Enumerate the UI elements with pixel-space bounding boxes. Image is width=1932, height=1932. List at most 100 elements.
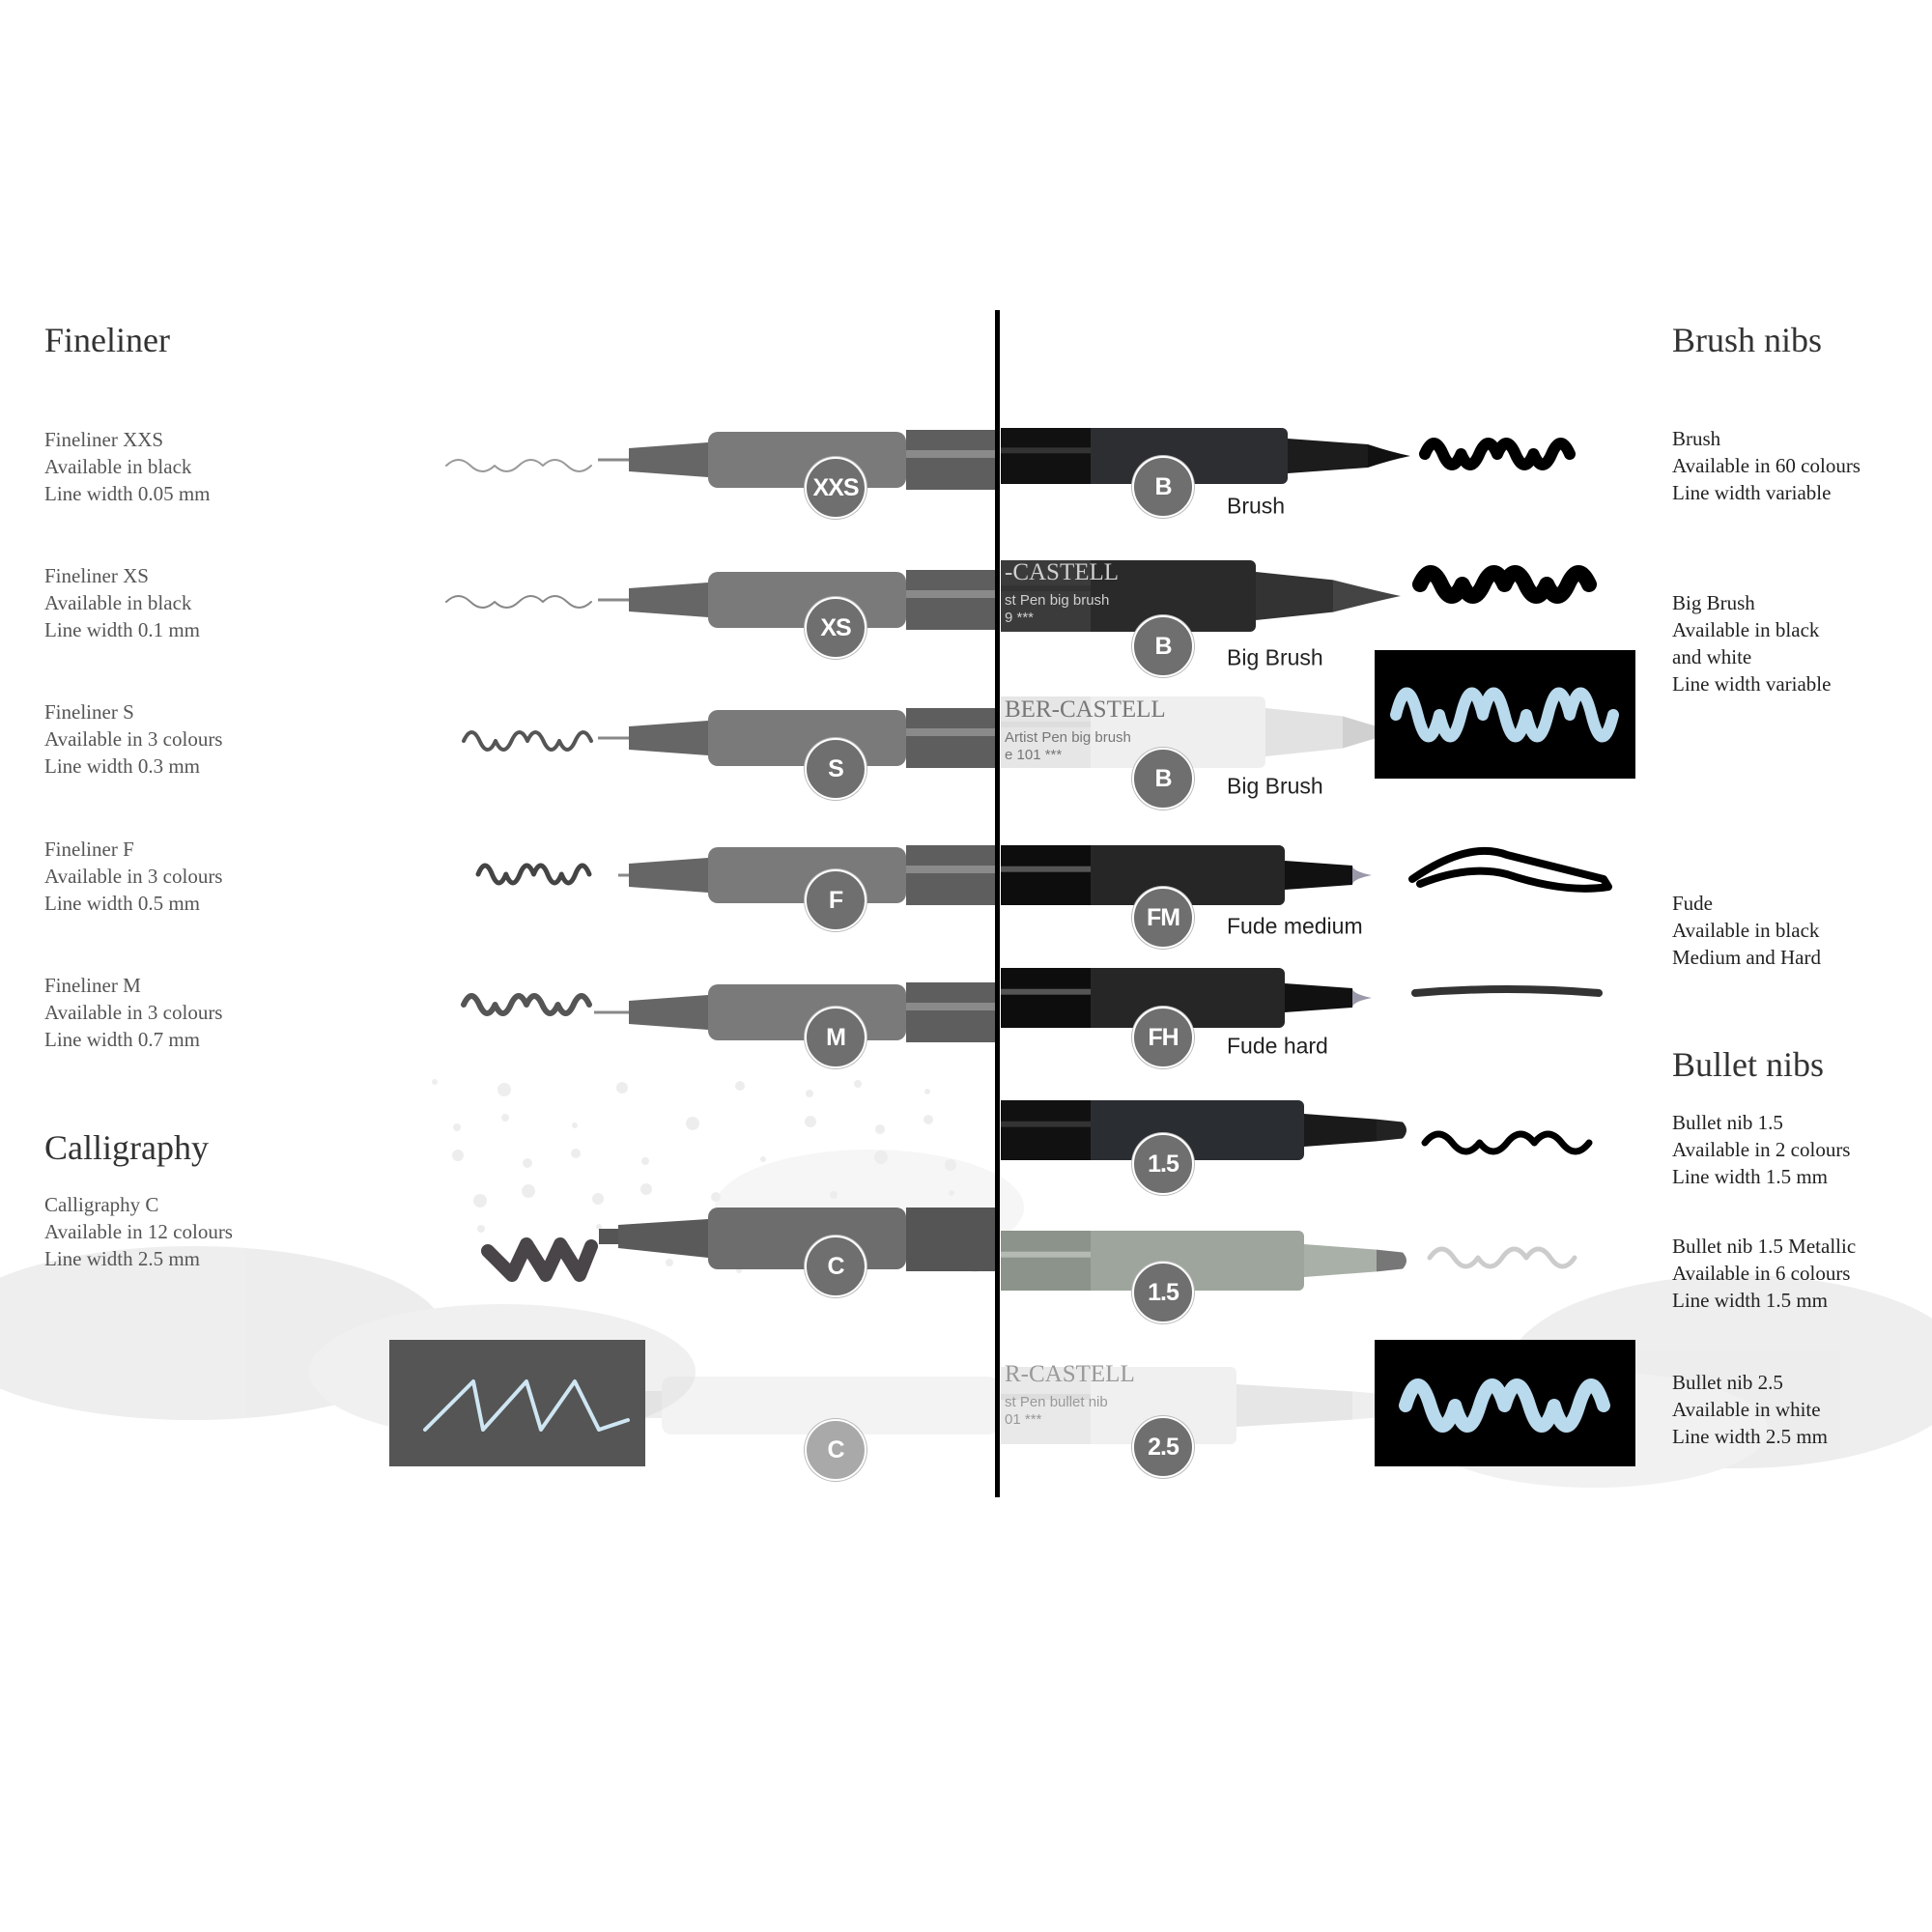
fineliner-pen [598,570,998,630]
spec-line: Bullet nib 2.5 [1672,1371,1783,1394]
nib-type-label: Fude medium [1227,913,1363,939]
ink-sample-stroke [445,459,592,472]
ink-sample-stroke [461,993,592,1016]
spec-line: Available in 60 colours [1672,454,1861,477]
nib-size-badge: 1.5 [1132,1262,1194,1323]
ink-sample-stroke [1399,1378,1610,1433]
ink-dot [875,1124,885,1134]
nib-size-badge: XXS [805,457,867,519]
nib-size-badge: C [805,1236,867,1297]
nib-size-badge: FH [1132,1007,1194,1068]
spec-line: Bullet nib 1.5 [1672,1111,1783,1134]
nib-size-badge: FM [1132,887,1194,949]
ink-dot [501,1114,509,1122]
spec-line: Bullet nib 1.5 Metallic [1672,1235,1857,1258]
nib-size-badge: 2.5 [1132,1416,1194,1478]
ink-dot [924,1089,930,1094]
fineliner-pen [594,982,998,1042]
ink-dot [522,1184,535,1198]
ink-dot [592,1193,604,1205]
pen-print-text: R-CASTELL [1005,1361,1135,1387]
spec-line: Brush [1672,427,1721,450]
ink-sample-stroke [1411,985,1603,997]
nib-type-label: Fude hard [1227,1033,1328,1059]
ink-dot [452,1150,464,1161]
center-divider [995,310,1000,1497]
ink-dot [616,1082,628,1094]
ink-dot [473,1194,487,1208]
brush-nibs-heading: Brush nibs [1672,321,1823,359]
spec-line: Line width variable [1672,481,1832,504]
spec-line: Fineliner F [44,838,134,861]
ink-sample-stroke [481,1237,598,1282]
spec-line: Line width 1.5 mm [1672,1165,1828,1188]
nib-size-badge: B [1132,748,1194,810]
spec-line: Available in black [44,591,192,614]
spec-line: Fineliner XS [44,564,149,587]
fineliner-pen [618,845,998,905]
fineliner-pen [598,430,998,490]
spec-line: Fude [1672,892,1713,915]
pen-print-text: e 101 *** [1005,747,1062,763]
bullet-1-5-metallic-pen [1001,1231,1406,1291]
ink-dot [854,1080,862,1088]
ink-sample-stroke [1421,1130,1593,1155]
spec-line: Line width 0.3 mm [44,754,200,778]
nib-type-label: Big Brush [1227,644,1323,670]
spec-line: Fineliner XXS [44,428,164,451]
ink-dot [735,1081,745,1091]
ink-dot [805,1116,816,1127]
spec-line: Calligraphy C [44,1193,159,1216]
ink-sample-stroke [1412,565,1597,604]
fineliner-pen [598,708,998,768]
ink-sample-stroke [423,1379,630,1432]
spec-line: and white [1672,645,1752,668]
ink-dot [497,1083,511,1096]
calligraphy-pen [599,1208,998,1271]
ink-sample-stroke [462,730,593,752]
ink-sample-stroke [445,595,592,609]
spec-line: Line width 2.5 mm [44,1247,200,1270]
pen-print-text: BER-CASTELL [1005,696,1166,723]
spec-line: Line width 0.05 mm [44,482,211,505]
ink-sample-stroke [1390,687,1619,743]
pen-print-text: -CASTELL [1005,559,1119,585]
ink-dot [686,1117,699,1130]
ink-sample-stroke [475,863,592,886]
pen-print-text: 01 *** [1005,1411,1042,1428]
ink-dot [453,1123,461,1131]
spec-line: Line width variable [1672,672,1832,696]
spec-line: Available in 3 colours [44,727,223,751]
spec-line: Medium and Hard [1672,946,1821,969]
pen-print-text: Artist Pen big brush [1005,729,1131,746]
ink-dot [571,1149,581,1158]
spec-line: Line width 0.7 mm [44,1028,200,1051]
nib-size-badge: XS [805,597,867,659]
ink-dot [830,1191,838,1199]
ink-dot [523,1158,532,1168]
fineliner-heading: Fineliner [44,321,170,359]
spec-line: Available in 6 colours [1672,1262,1851,1285]
spec-line: Line width 1.5 mm [1672,1289,1828,1312]
ink-dot [432,1079,438,1085]
fude-medium-pen [1001,845,1372,905]
calligraphy-heading: Calligraphy [44,1128,209,1167]
nib-size-badge: B [1132,615,1194,677]
bullet-1-5-pen [1001,1100,1406,1160]
nib-type-label: Brush [1227,493,1286,519]
spec-line: Available in 3 colours [44,865,223,888]
ink-dot [945,1159,956,1171]
nib-size-badge: S [805,738,867,800]
nib-type-label: Big Brush [1227,773,1323,799]
